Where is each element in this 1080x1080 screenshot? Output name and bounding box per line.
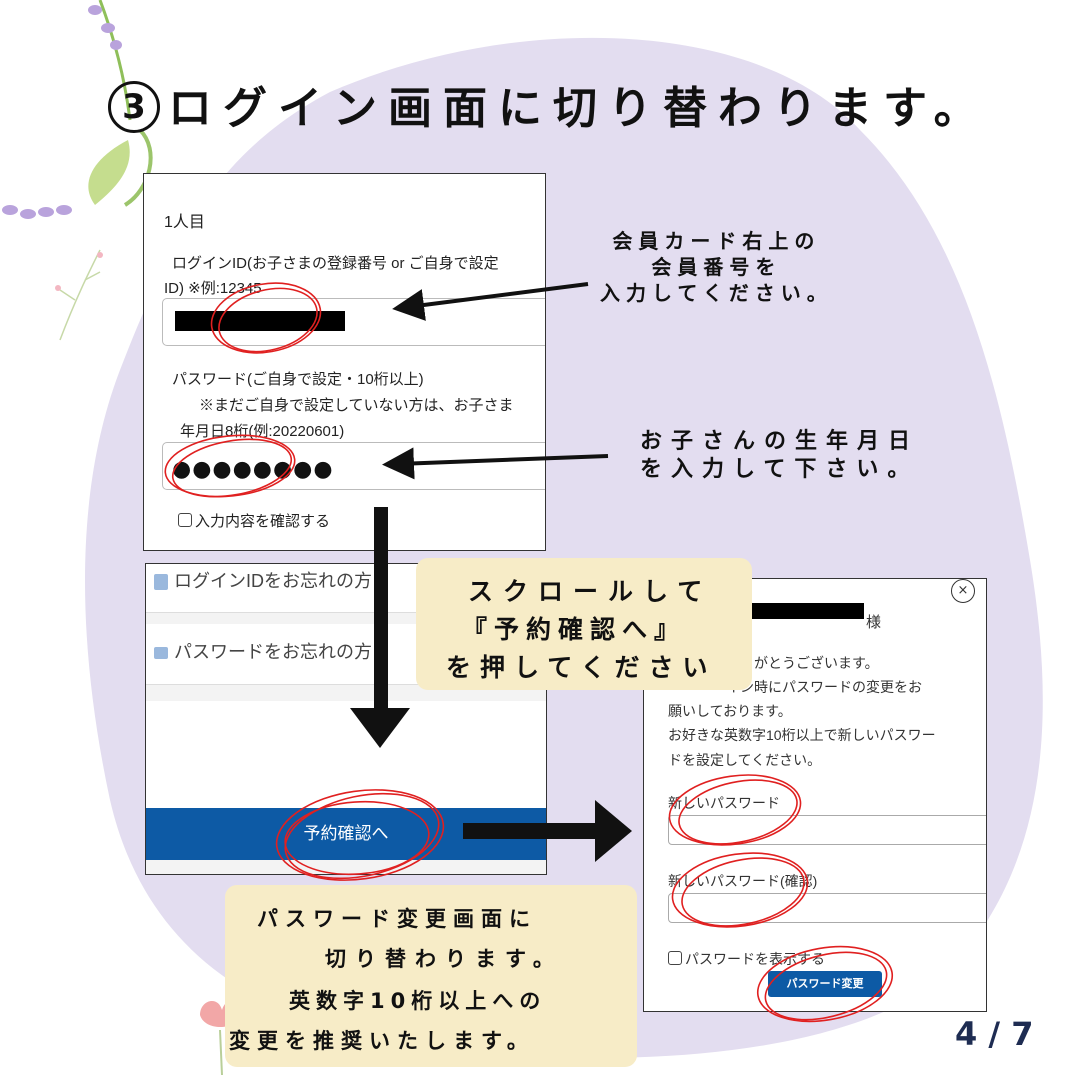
show-password-label: パスワードを表示する (685, 951, 825, 967)
scroll-instruction-box: スクロールして 『予約確認へ』 を押してください (416, 558, 752, 690)
person-heading: 1人目 (164, 214, 205, 231)
note-line: パスワード変更画面に (257, 907, 537, 931)
message-line4: お好きな英数字10桁以上で新しいパスワー (668, 727, 936, 743)
message-line1: りがとうございます。 (740, 655, 879, 671)
show-password-row[interactable]: パスワードを表示する (668, 949, 825, 969)
note-line: 入力してください。 (600, 281, 833, 305)
page-indicator: 4 / 7 (955, 1015, 1034, 1053)
note-line: 変更を推奨いたします。 (229, 1029, 535, 1053)
change-password-button[interactable]: パスワード変更 (768, 971, 882, 997)
step-number-badge: 3 (108, 81, 160, 133)
note-line: を押してください (446, 653, 717, 682)
confirm-checkbox-row[interactable]: 入力内容を確認する (178, 510, 330, 531)
note-line: 会員カード右上の (612, 229, 821, 253)
name-suffix: 様 (866, 614, 882, 631)
message-line3: 願いしております。 (668, 703, 792, 719)
note-line: お子さんの生年月日 (640, 429, 920, 454)
password-label-line2: ※まだご自身で設定していない方は、お子さま (199, 397, 514, 414)
forgot-id-text: ログインIDをお忘れの方 (174, 571, 372, 591)
blank-area (146, 701, 546, 808)
new-password-input[interactable] (668, 815, 986, 845)
redacted-id-block (175, 311, 345, 331)
checkbox[interactable] (178, 513, 192, 528)
message-line5: ドを設定してください。 (668, 752, 822, 768)
login-form-panel: 1人目 ログインID(お子さまの登録番号 or ご自身で設定 ID) ※例:12… (143, 173, 546, 551)
redacted-name-block (744, 603, 864, 619)
reserve-confirm-button[interactable]: 予約確認へ (146, 808, 546, 860)
password-label-line3: 年月日8桁(例:20220601) (180, 423, 345, 440)
confirm-checkbox-label: 入力内容を確認する (195, 513, 331, 530)
birthday-note: お子さんの生年月日 を入力して下さい。 (640, 428, 919, 484)
password-label-line1: パスワード(ご自身で設定・10桁以上) (172, 371, 424, 388)
forgot-password-text: パスワードをお忘れの方 (174, 642, 372, 662)
note-line: を入力して下さい。 (640, 457, 919, 482)
new-password-confirm-label: 新しいパスワード(確認) (668, 873, 818, 889)
note-line: 英数字10桁以上への (289, 989, 547, 1013)
note-line: 会員番号を (651, 255, 782, 279)
note-line: 切り替わります。 (325, 947, 563, 971)
close-icon[interactable]: × (951, 579, 975, 603)
login-id-label-line2: ID) ※例:12345 (164, 280, 262, 297)
login-id-label-line1: ログインID(お子さまの登録番号 or ご自身で設定 (172, 255, 499, 272)
message-line2: イン時にパスワードの変更をお (726, 679, 922, 695)
new-password-confirm-input[interactable] (668, 893, 986, 923)
note-line: 『予約確認へ』 (462, 615, 687, 644)
login-id-input[interactable] (162, 298, 545, 346)
lock-icon (154, 647, 168, 660)
note-line: スクロールして (468, 577, 713, 606)
new-password-label: 新しいパスワード (668, 795, 780, 811)
member-number-note: 会員カード右上の 会員番号を 入力してください。 (600, 228, 833, 306)
change-recommendation-box: パスワード変更画面に 切り替わります。 英数字10桁以上への 変更を推奨いたしま… (225, 885, 637, 1067)
title-text: ログイン画面に切り替わります。 (168, 83, 989, 134)
masked-password: ●●●●●●●● (172, 457, 334, 482)
checkbox[interactable] (668, 951, 682, 966)
id-card-icon (154, 574, 168, 591)
